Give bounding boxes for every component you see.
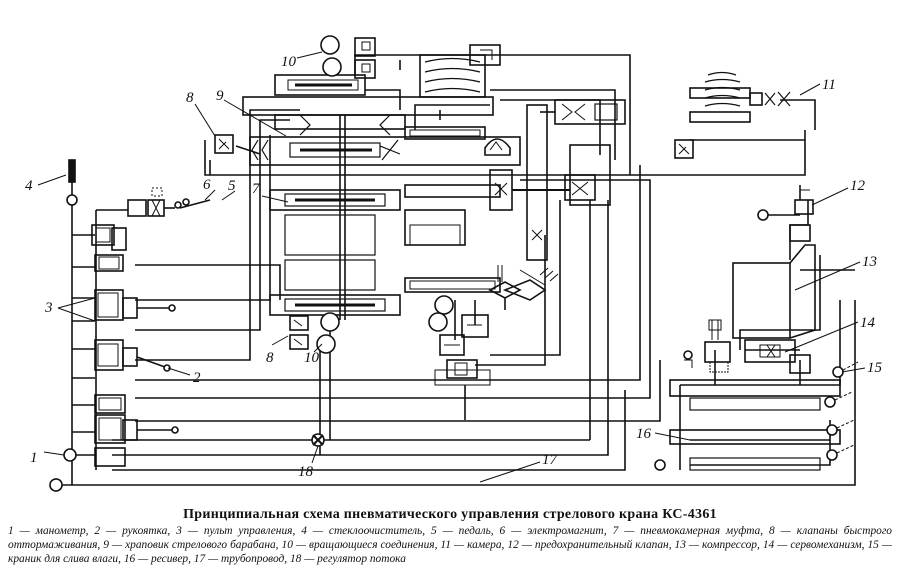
figure-title: Принципиальная схема пневматического упр… [183, 507, 717, 522]
right-winch [404, 104, 611, 310]
safety-valve [757, 189, 814, 242]
pipeline-network [49, 54, 856, 492]
quick-release-valve-top [214, 134, 234, 154]
callout-4: 4 [25, 178, 33, 194]
leader-lines [37, 51, 866, 483]
servo-mechanism [683, 319, 811, 374]
callout-6: 6 [203, 177, 211, 193]
figure-legend: 1 — манометр, 2 — рукоятка, 3 — пульт уп… [8, 525, 892, 565]
callout-15: 15 [867, 360, 883, 376]
manometer [63, 448, 77, 462]
callout-2: 2 [193, 370, 201, 386]
callout-13: 13 [862, 254, 877, 270]
wiper-pedal-magnet [66, 159, 211, 217]
chamber [674, 71, 791, 159]
callout-12: 12 [850, 178, 866, 194]
callout-11: 11 [822, 77, 836, 93]
rotating-joints-top [320, 35, 501, 98]
callout-8-top: 8 [186, 90, 194, 106]
callout-17: 17 [542, 452, 559, 468]
drum-assembly [235, 74, 521, 320]
servo-valve-top [540, 99, 626, 125]
callout-14: 14 [860, 315, 876, 331]
callout-10-top: 10 [281, 54, 297, 70]
callout-18: 18 [298, 464, 314, 480]
callout-10-bottom: 10 [304, 350, 320, 366]
flow-regulator [311, 433, 325, 447]
control-panel [91, 224, 179, 467]
callout-8-bottom: 8 [266, 350, 274, 366]
callout-9: 9 [216, 88, 224, 104]
callout-3: 3 [44, 300, 53, 316]
receiver-and-drains [654, 361, 859, 471]
compressor [732, 244, 816, 339]
bottom-center-valves [289, 295, 491, 386]
callout-5: 5 [228, 178, 236, 194]
callout-16: 16 [636, 426, 652, 442]
callout-1: 1 [30, 450, 38, 466]
pneumatic-schematic: 1 2 3 4 5 6 7 8 8 9 10 10 11 12 13 14 15… [25, 35, 883, 492]
callout-7: 7 [252, 181, 261, 197]
